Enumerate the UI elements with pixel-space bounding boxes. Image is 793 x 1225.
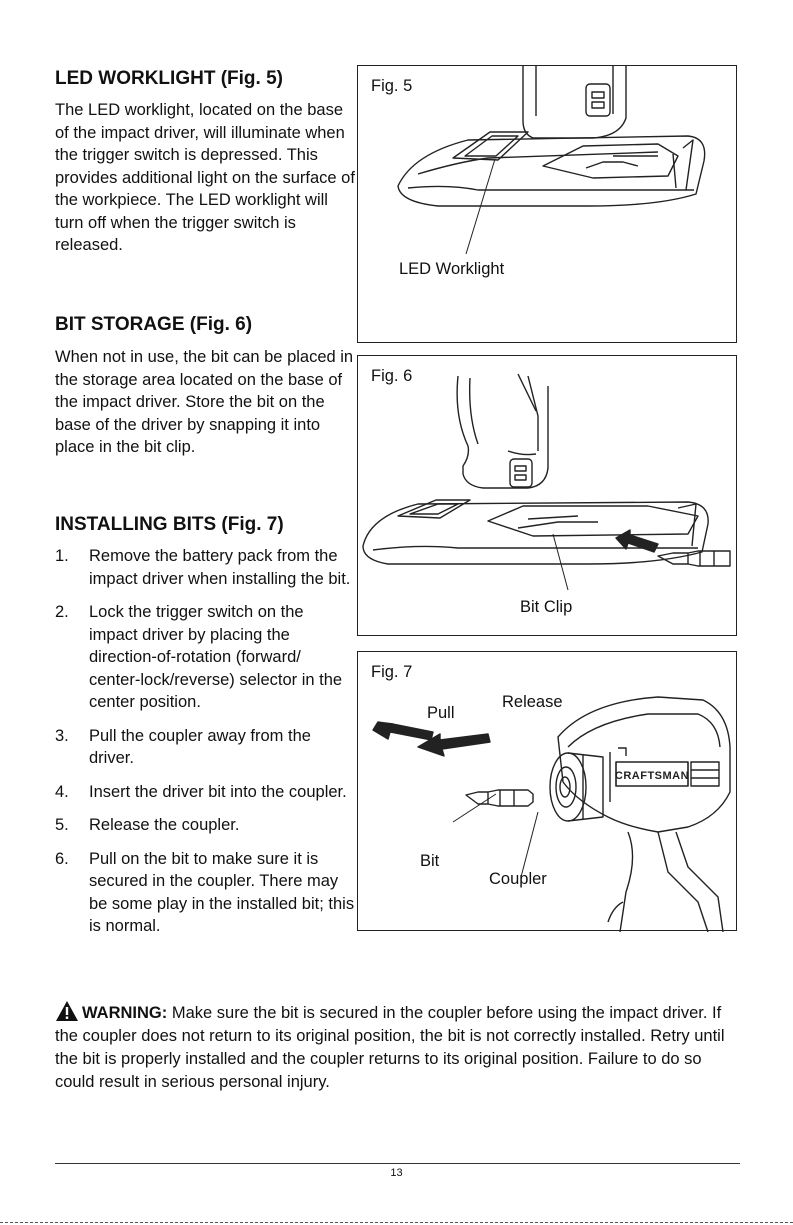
figure-5: Fig. 5 LED Worklight: [357, 65, 737, 343]
step-number: 2.: [55, 603, 69, 621]
footer-divider: [55, 1163, 740, 1164]
led-worklight-heading: LED WORKLIGHT (Fig. 5): [55, 68, 283, 89]
installing-steps-list: 1. Remove the battery pack from the impac…: [55, 545, 355, 949]
led-worklight-callout: LED Worklight: [399, 260, 505, 278]
warning-label: WARNING:: [82, 1004, 168, 1022]
bit-storage-heading: BIT STORAGE (Fig. 6): [55, 314, 253, 335]
step-item: 6. Pull on the bit to make sure it is sec…: [55, 848, 355, 938]
step-number: 6.: [55, 849, 69, 868]
bit-storage-illustration: [362, 373, 731, 591]
figure-6: Fig. 6 Bit Clip: [357, 355, 737, 636]
step-text: Insert the driver bit into the coupler.: [89, 782, 347, 801]
step-text: Release the coupler.: [89, 816, 240, 834]
led-worklight-text: The LED worklight, located on the base o…: [55, 101, 355, 254]
warning-text: Make sure the bit is secured in the coup…: [55, 1004, 725, 1091]
figure-5-label: Fig. 5: [371, 77, 413, 95]
brand-plate-text: CRAFTSMAN: [615, 770, 689, 782]
step-text: Remove the battery pack from the impact …: [89, 547, 351, 588]
step-text: Lock the trigger switch on the impact dr…: [89, 603, 343, 711]
page-number: 13: [390, 1167, 403, 1179]
step-item: 3. Pull the coupler away from the driver.: [55, 725, 355, 770]
bit-clip-callout: Bit Clip: [520, 598, 573, 616]
step-number: 3.: [55, 726, 69, 745]
figure-6-label: Fig. 6: [371, 367, 413, 385]
step-text: Pull the coupler away from the driver.: [89, 726, 311, 768]
step-item: 1. Remove the battery pack from the impac…: [55, 545, 355, 590]
bit-callout: Bit: [420, 852, 440, 870]
step-item: 4. Insert the driver bit into the coupler…: [55, 781, 355, 804]
step-number: 5.: [55, 816, 69, 834]
bottom-dashed-border: [0, 1222, 793, 1223]
installing-bits-heading: INSTALLING BITS (Fig. 7): [55, 514, 284, 535]
step-number: 4.: [55, 782, 69, 801]
bit-storage-text: When not in use, the bit can be placed i…: [55, 348, 354, 456]
figure-7: CRAFTSMAN Fig. 7 Pull Release Bit Couple…: [357, 651, 737, 932]
step-item: 2. Lock the trigger switch on the impact …: [55, 601, 355, 714]
pull-callout: Pull: [427, 704, 455, 722]
step-number: 1.: [55, 547, 69, 565]
impact-driver-coupler-illustration: CRAFTSMAN: [372, 696, 731, 932]
release-callout: Release: [502, 693, 563, 711]
impact-driver-base-illustration: [397, 66, 706, 255]
figure-7-label: Fig. 7: [371, 663, 413, 681]
pull-arrow-icon: [417, 733, 491, 757]
step-text: Pull on the bit to make sure it is secur…: [89, 849, 355, 936]
release-arrow-icon: [372, 721, 434, 741]
warning-triangle-icon: [56, 1001, 78, 1021]
step-item: 5. Release the coupler.: [55, 814, 355, 837]
coupler-callout: Coupler: [489, 870, 547, 888]
warning-block: WARNING: Make sure the bit is secured in…: [55, 1000, 745, 1094]
